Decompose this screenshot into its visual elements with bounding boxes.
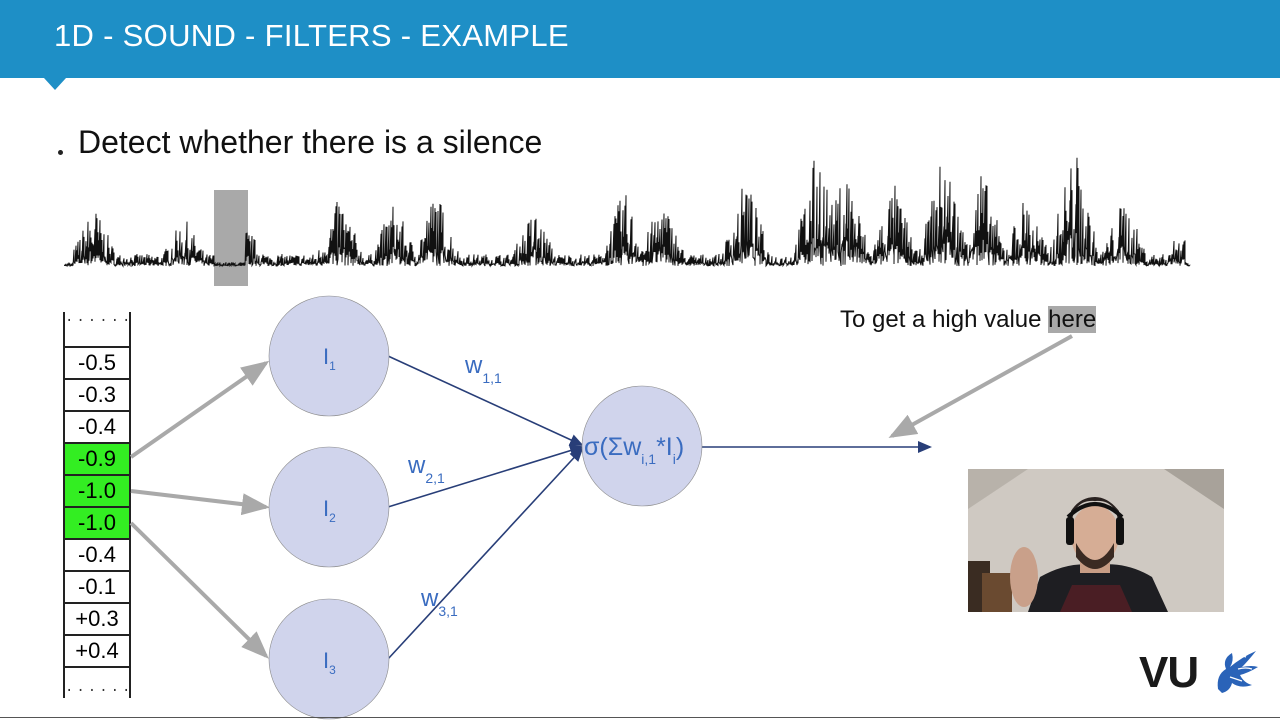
input-node-1-label: I1 [323,344,336,373]
bullet-marker [58,150,63,155]
weight-edge-3 [387,447,584,660]
weight-label-3: w3,1 [420,585,458,619]
sample-cell-10: +0.4 [65,634,129,666]
column-border-left [63,312,65,698]
header-notch [44,78,66,90]
slide-bottom-border [0,717,1280,718]
weight-label-2: w2,1 [407,452,445,486]
bullet-text: Detect whether there is a silence [78,124,543,160]
column-border-right [129,312,131,698]
output-node [581,385,703,507]
input-node-3 [268,598,390,720]
sample-cell-6-highlighted: -1.0 [65,506,129,538]
sample-cell-7: -0.4 [65,538,129,570]
input-arrow-1 [129,360,270,459]
sample-cell-3: -0.4 [65,410,129,442]
sample-cell-5-highlighted: -1.0 [65,474,129,506]
annotation-highlight: here [1048,306,1097,333]
input-node-2-label: I2 [323,496,336,525]
sample-cell-4-highlighted: -0.9 [65,442,129,474]
annotation-arrow [888,334,1073,438]
sample-cell-8: -0.1 [65,570,129,602]
waveform-silence-highlight [214,190,248,286]
input-node-3-label: I3 [323,648,336,677]
sample-cell-1: -0.5 [65,346,129,378]
sample-column: ...... -0.5 -0.3 -0.4 -0.9 -1.0 -1.0 -0.… [63,310,134,698]
weight-edge-2 [387,444,584,508]
column-ellipsis-bottom: ...... [65,680,134,696]
input-arrow-2 [130,489,270,516]
input-arrow-3 [129,521,269,659]
vu-griffin-icon [1217,651,1258,693]
slide-header: 1D - SOUND - FILTERS - EXAMPLE [0,0,1280,78]
input-node-2 [268,446,390,568]
output-node-formula: σ(Σwi,1*Ii) [584,433,684,467]
annotation-text: To get a high value here [840,306,1097,334]
input-node-1 [268,295,390,417]
weight-edge-1 [387,355,584,446]
presenter-webcam [968,469,1224,612]
column-ellipsis-top: ...... [65,310,134,326]
waveform-line [64,157,1191,268]
annotation-prefix: To get a high value [840,306,1049,333]
column-bottom-cell [65,666,129,698]
weight-label-1: w1,1 [464,352,502,386]
sample-cell-9: +0.3 [65,602,129,634]
audio-waveform [64,157,1191,286]
sample-cell-2: -0.3 [65,378,129,410]
vu-logo-text: VU [1139,648,1199,697]
slide-title: 1D - SOUND - FILTERS - EXAMPLE [54,18,569,53]
